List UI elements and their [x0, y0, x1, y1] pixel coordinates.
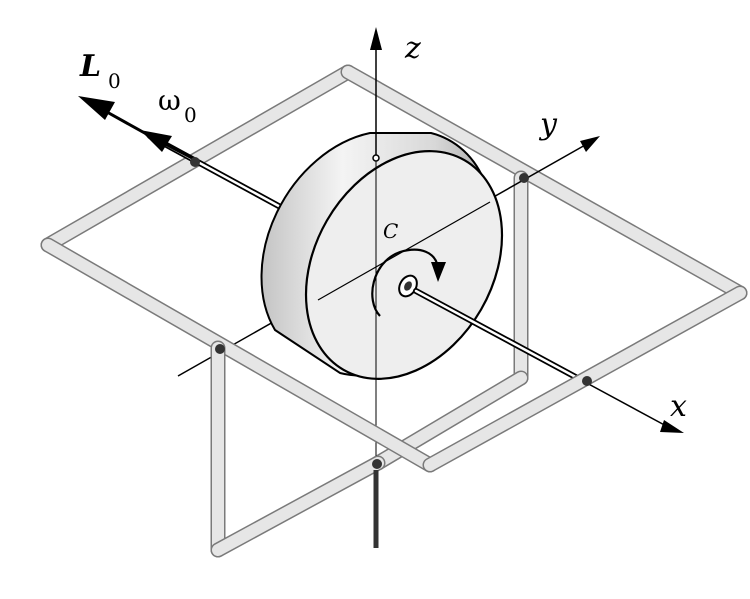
label-L: L [79, 49, 101, 84]
label-C: C [383, 219, 398, 243]
y-axis-arrowhead [580, 136, 600, 152]
pivot-points [190, 157, 592, 469]
x-axis [582, 380, 671, 429]
label-omega-subscript: 0 [184, 103, 197, 127]
spinning-disk [260, 132, 504, 380]
spin-shaft-front [413, 288, 586, 384]
angular-momentum-arrow [78, 96, 197, 162]
label-z: z [404, 31, 421, 66]
z-axis-point [372, 154, 380, 162]
label-L-subscript: 0 [108, 69, 121, 93]
label-y: y [538, 107, 558, 142]
disk-front-face [304, 150, 504, 380]
label-omega: ω [158, 84, 181, 117]
spin-direction-arrow [371, 248, 446, 317]
z-axis-arrowhead [370, 27, 382, 50]
label-x: x [670, 389, 687, 424]
x-axis-arrowhead [660, 420, 684, 433]
